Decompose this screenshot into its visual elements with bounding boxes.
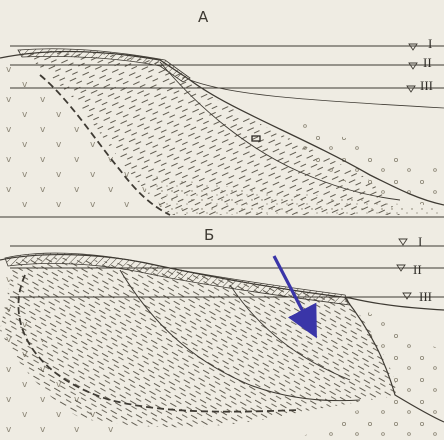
panel-b-label: Б	[204, 226, 214, 244]
panel-b-level-marker-1	[399, 239, 407, 245]
panel-a-level-marker-1	[409, 44, 417, 50]
panel-a	[0, 44, 444, 217]
panel-a-level-marker-2	[409, 63, 417, 69]
panel-a-level-label-2: II	[423, 55, 432, 71]
panel-a-level-label-3: III	[420, 78, 433, 94]
panel-b-level-label-1: I	[418, 234, 422, 250]
panel-a-label: А	[198, 8, 208, 26]
panel-a-level-label-1: I	[428, 36, 432, 52]
panel-b	[0, 239, 444, 440]
panel-a-level-marker-3	[407, 86, 415, 92]
panel-b-level-marker-3	[403, 293, 411, 299]
panel-b-level-label-3: III	[419, 289, 432, 305]
panel-b-level-label-2: II	[413, 262, 422, 278]
